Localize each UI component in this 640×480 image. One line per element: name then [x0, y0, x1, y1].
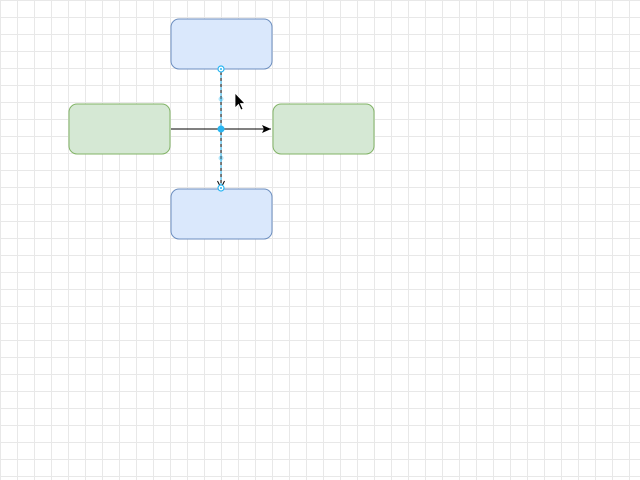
right-box[interactable] — [272, 103, 375, 155]
bottom-box[interactable] — [170, 188, 273, 240]
end-handle-dot — [220, 187, 222, 189]
virtual-bend-handle-lower[interactable] — [218, 155, 224, 161]
arrow-pointer-icon — [234, 92, 246, 111]
virtual-bend-handle-upper[interactable] — [218, 96, 224, 102]
mid-handle[interactable] — [217, 125, 225, 133]
left-box[interactable] — [68, 103, 171, 155]
top-box[interactable] — [170, 18, 273, 70]
start-handle-dot — [220, 68, 222, 70]
connector-top-to-bottom[interactable] — [217, 65, 225, 192]
